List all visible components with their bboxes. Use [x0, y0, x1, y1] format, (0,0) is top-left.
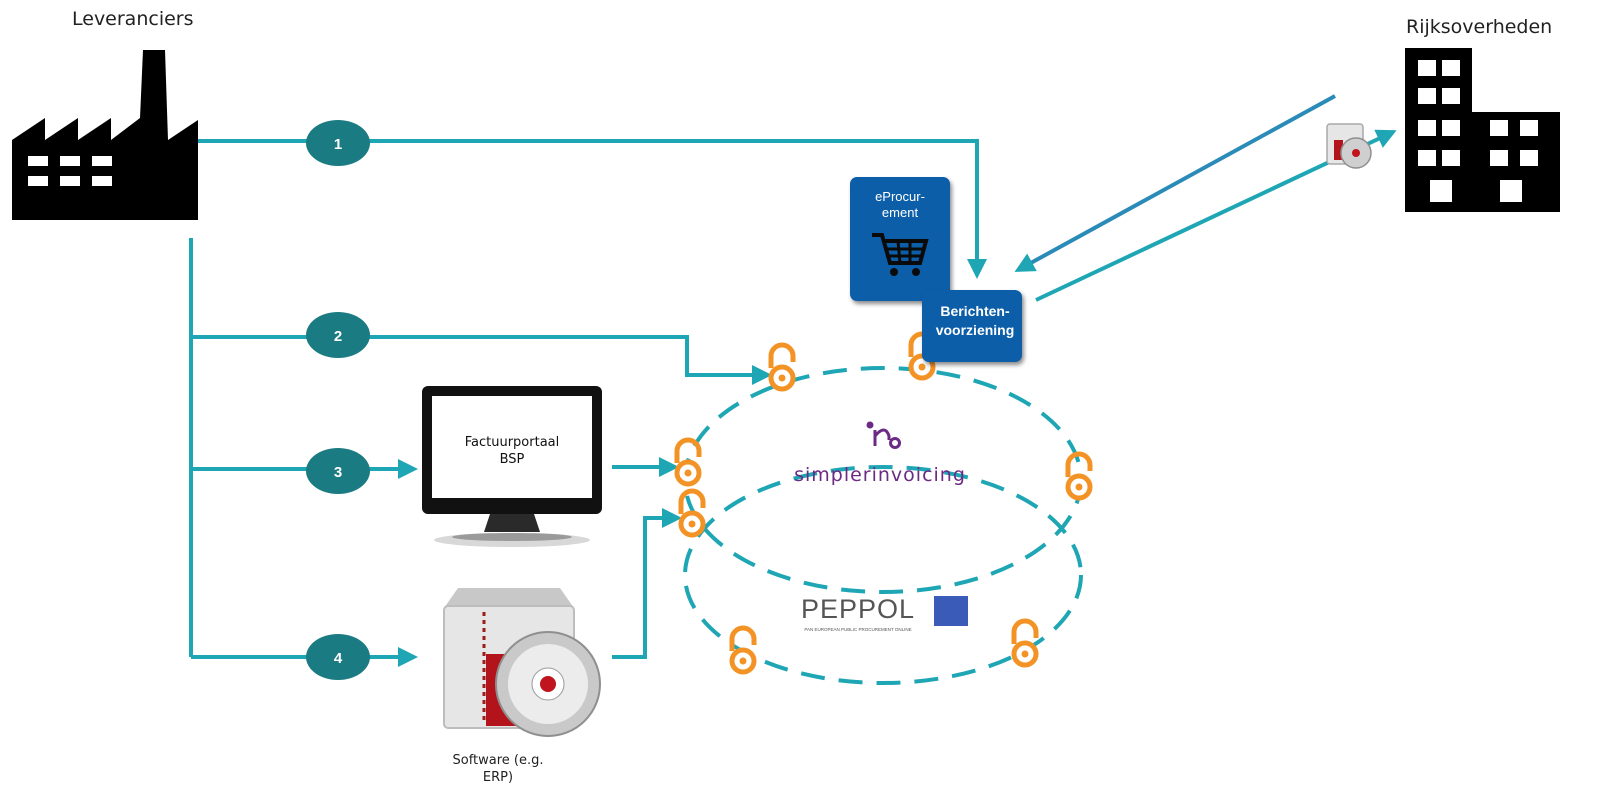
flow-route-1: [198, 139, 987, 279]
eprocurement-label-line-2: ement: [881, 205, 919, 220]
open-access-lock-icon: [771, 345, 793, 389]
simplerinvoicing-label: simplerinvoicing: [794, 464, 966, 486]
simplerinvoicing-logo-icon: [866, 421, 901, 449]
berichten-label-line-2: voorziening: [935, 322, 1015, 338]
step-badge-label: 4: [334, 650, 343, 667]
software-package-icon: [443, 588, 601, 737]
step-badge-label: 3: [334, 464, 342, 481]
portal-label-line-1: Factuurportaal: [465, 435, 560, 450]
peppol-tagline: PAN EUROPEAN PUBLIC PROCUREMENT ONLINE: [804, 627, 911, 632]
government-label: Rijksoverheden: [1406, 16, 1553, 38]
network-rings: [683, 366, 1083, 685]
berichten-label-line-1: Berichten-: [940, 303, 1010, 319]
eprocurement-label-line-1: eProcur-: [875, 189, 925, 204]
peppol-ring: [683, 465, 1083, 685]
open-access-lock-icon: [732, 628, 754, 672]
software-label-line-2: ERP): [483, 770, 513, 785]
step-badge-1: 1: [306, 120, 370, 166]
suppliers-label: Leveranciers: [72, 8, 194, 30]
open-access-lock-icon: [1014, 621, 1036, 665]
step-badge-label: 1: [334, 136, 342, 153]
software-package-icon: [1326, 123, 1372, 169]
peppol-flag-icon: [934, 596, 968, 626]
berichten-box: Berichten- voorziening: [922, 290, 1022, 362]
eprocurement-box: eProcur- ement: [850, 177, 950, 301]
flow-route-2: [191, 335, 772, 385]
office-building-icon: [1405, 48, 1560, 212]
flow-software-to-network: [612, 508, 682, 659]
step-badge-3: 3: [306, 448, 370, 494]
step-badge-2: 2: [306, 312, 370, 358]
step-badge-label: 2: [334, 328, 342, 345]
software-label-line-1: Software (e.g.: [452, 753, 543, 768]
portal-label-line-2: BSP: [500, 452, 525, 467]
factory-icon: [12, 50, 198, 220]
peppol-label: PEPPOL: [801, 594, 915, 624]
shopping-cart-icon: [872, 233, 929, 276]
step-badge-4: 4: [306, 634, 370, 680]
monitor-icon: Factuurportaal BSP: [422, 386, 602, 547]
open-access-lock-icon: [681, 491, 703, 535]
open-access-lock-icon: [677, 440, 699, 484]
flow-government-to-berichten: [1014, 94, 1336, 272]
